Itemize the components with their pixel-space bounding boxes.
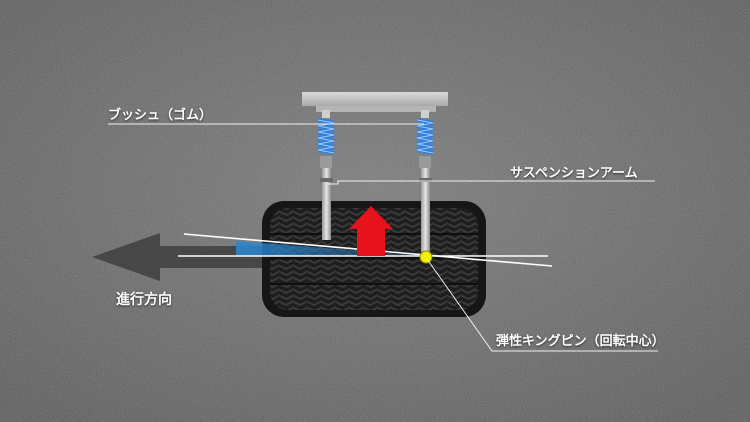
kingpin-leader-line	[426, 258, 658, 352]
arm-leader-line	[327, 180, 655, 185]
travel-direction-arrow	[92, 233, 290, 281]
bush-label: ブッシュ（ゴム）	[108, 108, 213, 123]
left-bush-spring	[317, 118, 335, 155]
travel-direction-label: 進行方向	[116, 292, 172, 308]
left-suspension-arm	[322, 168, 331, 240]
upper-mount-plate	[302, 92, 448, 112]
kingpin-label: 弾性キングピン（回転中心）	[496, 334, 665, 349]
left-strut	[317, 110, 335, 240]
lateral-force-arrow	[349, 206, 393, 256]
right-bush-spring	[416, 118, 434, 155]
right-suspension-arm	[421, 168, 430, 252]
right-strut	[416, 110, 434, 252]
kingpin-pivot-dot	[419, 250, 433, 264]
suspension-arm-label: サスペンションアーム	[510, 166, 638, 181]
